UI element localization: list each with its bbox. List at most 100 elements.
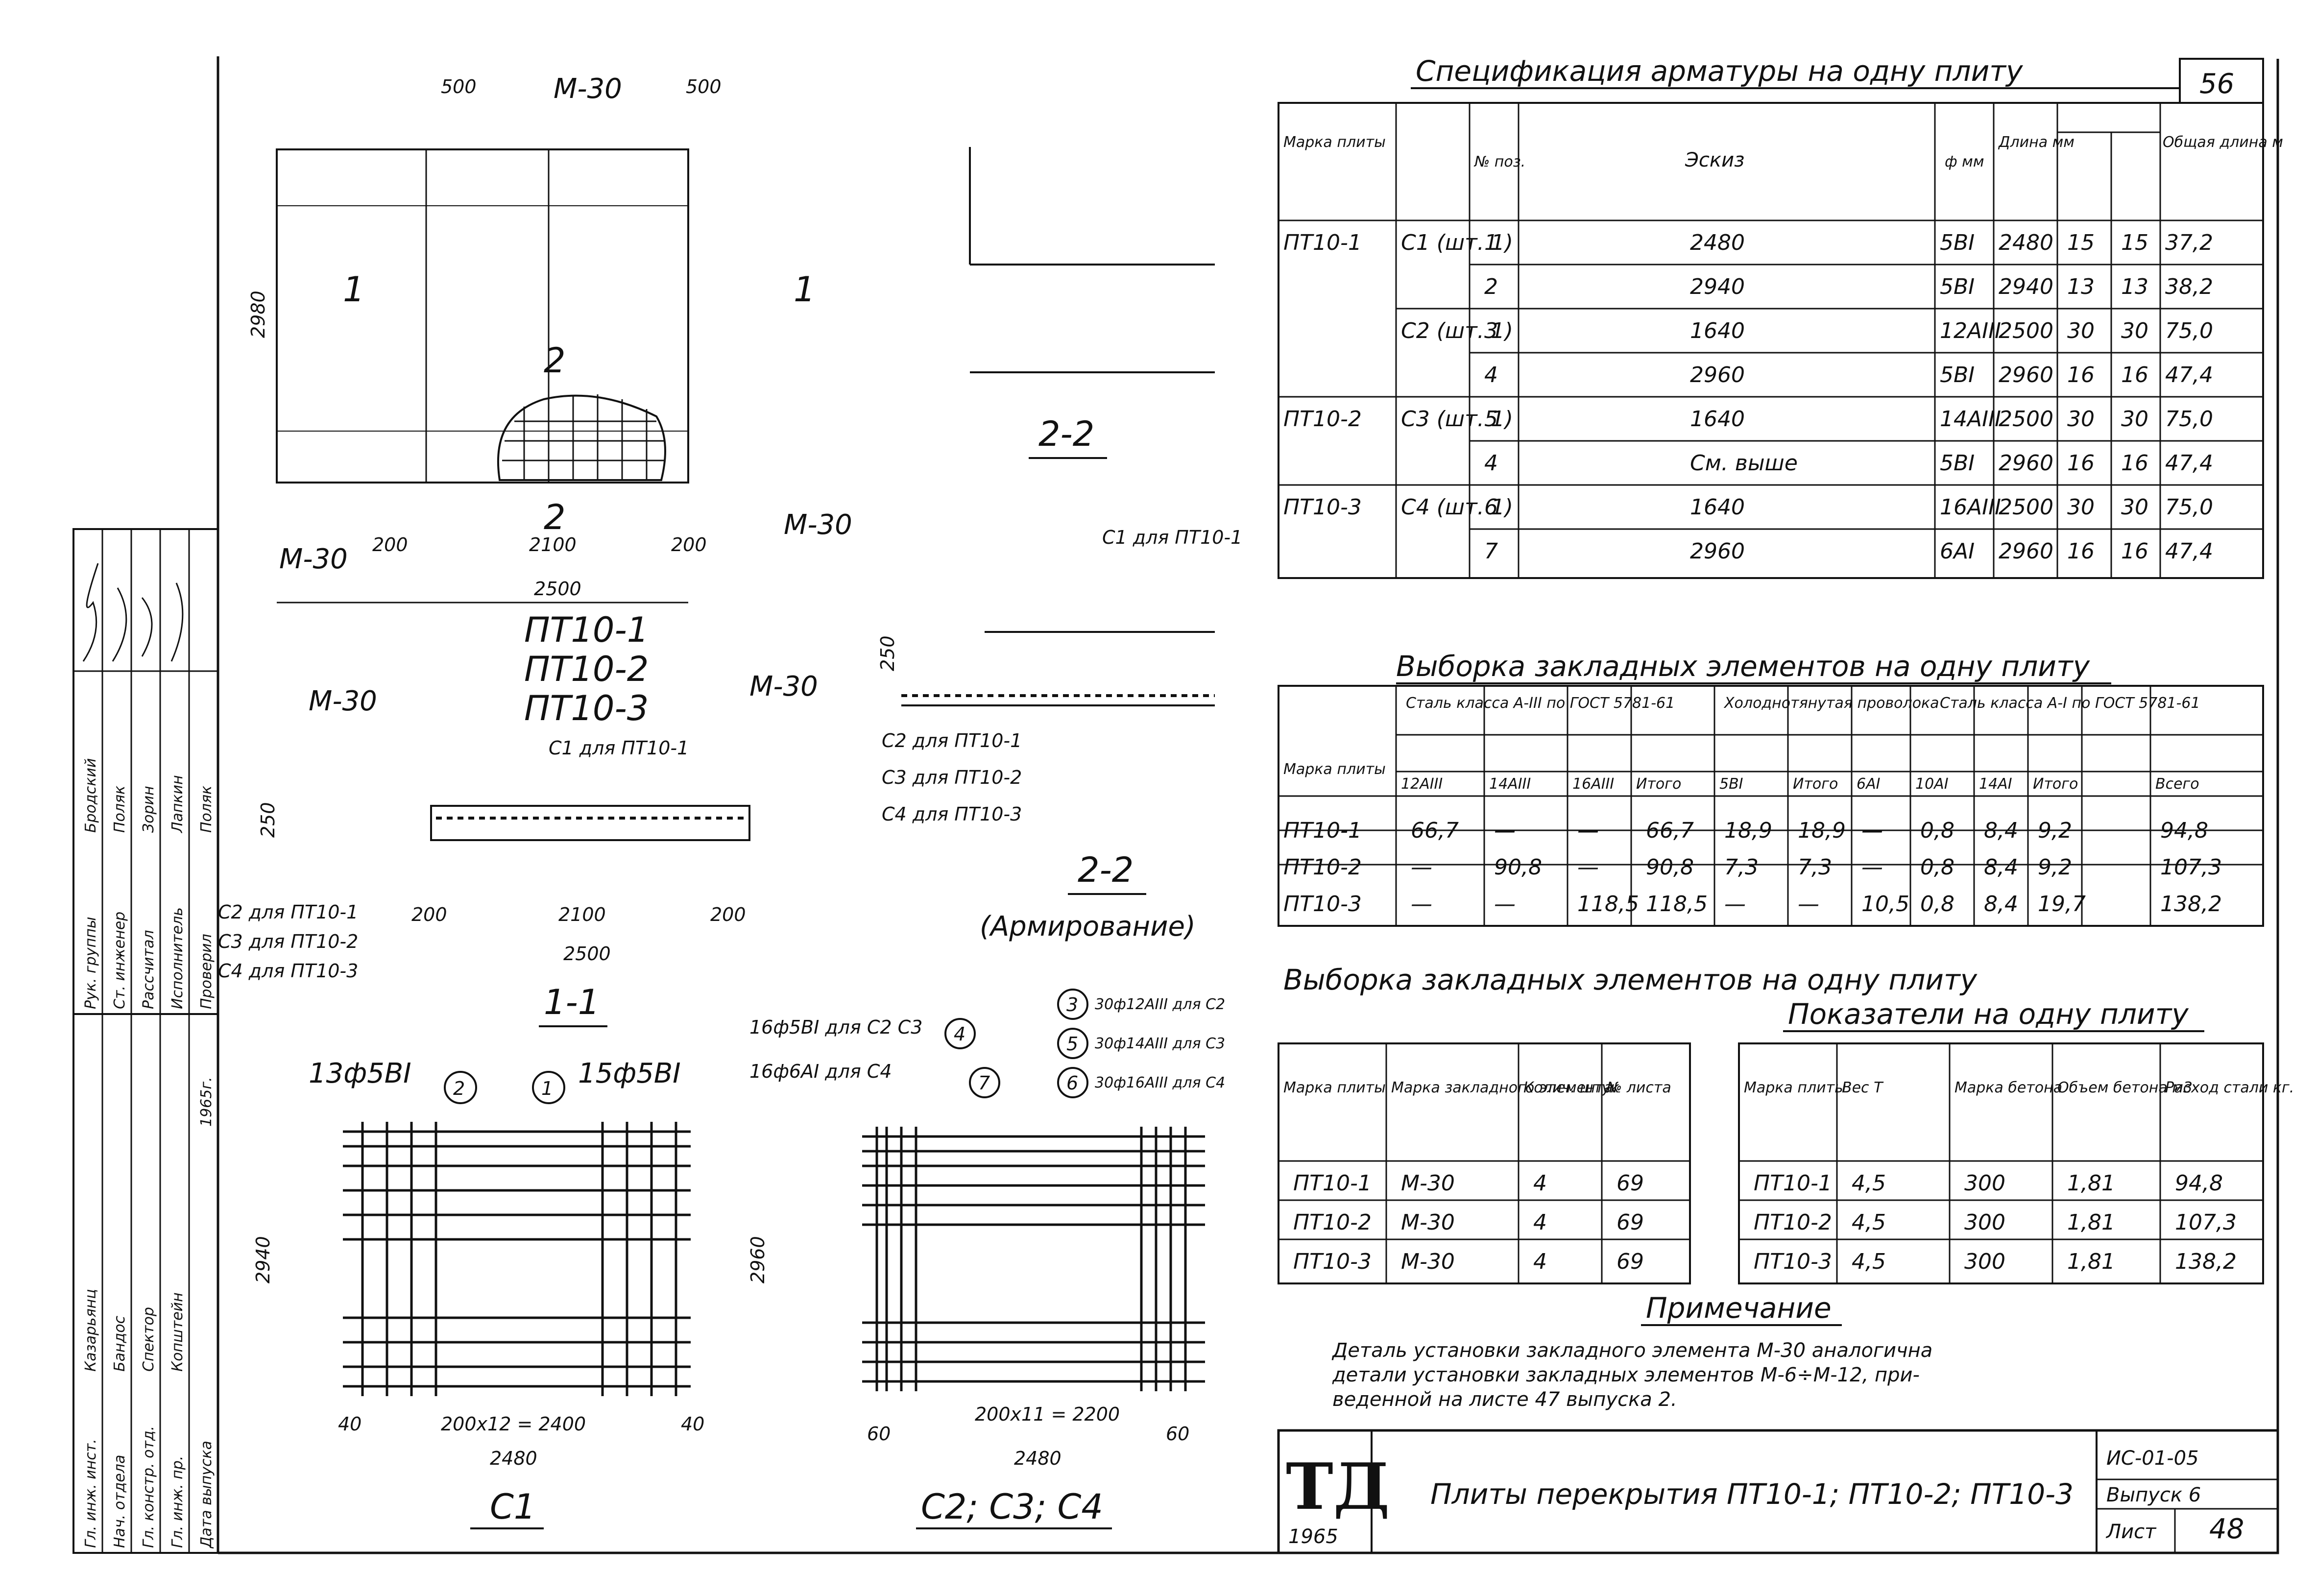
section-2-2-reinforcement: С1 для ПТ10-1 250 С2 для ПТ10-1 С3 для П… (877, 527, 1242, 943)
indicators-cell: ПТ10-3 (1754, 1249, 1832, 1274)
indicators-cell: 1,81 (2067, 1171, 2115, 1196)
position-6: 6 (1066, 1072, 1078, 1094)
indicators-cell: 4,5 (1852, 1171, 1886, 1196)
spec-cell-pos: 3 (1484, 318, 1498, 343)
stamp-name: Бандос (111, 1315, 128, 1372)
dim-2940: 2940 (252, 1236, 274, 1283)
steel-cell: 10,5 (1861, 892, 1909, 917)
steel-cell: 18,9 (1724, 818, 1772, 843)
callout-c1: С1 для ПТ10-1 (1102, 527, 1242, 548)
dim-500: 500 (441, 76, 477, 97)
dim-250: 250 (257, 802, 279, 838)
spec-cell-d: 5BI (1940, 274, 1975, 299)
position-2: 2 (453, 1078, 465, 1099)
spec-header: Марка плиты (1283, 134, 1386, 151)
spec-cell-q2: 13 (2121, 274, 2148, 299)
steel-cell: — (1861, 855, 1883, 880)
steel-cell: 0,8 (1920, 855, 1954, 880)
spec-cell-q1: 16 (2067, 363, 2095, 387)
spec-cell-q2: 16 (2121, 363, 2148, 387)
stamp-role: Дата выпуска (198, 1441, 215, 1549)
steel-col-header: 14AI (1979, 775, 2012, 793)
indicators-cell: 94,8 (2175, 1171, 2223, 1196)
spec-cell-q2: 15 (2121, 230, 2148, 255)
spec-cell-len: 2500 (1999, 407, 2053, 432)
spec-cell-d: 6AI (1940, 539, 1975, 564)
callout-c2: С2 для ПТ10-1 (218, 901, 358, 923)
title-block: ТД 1965 Плиты перекрытия ПТ10-1; ПТ10-2;… (1277, 1429, 2279, 1554)
spec-cell-sketch: См. выше (1690, 451, 1798, 476)
frames-c2-c3-c4: 16ф5BI для С2 С3 16ф6AI для С4 4 7 3 5 6… (747, 989, 1225, 1529)
callout-bar: 15ф5BI (578, 1058, 681, 1089)
callout-c3: С3 для ПТ10-2 (218, 931, 358, 952)
steel-col-header: Итого (1636, 775, 1681, 793)
section-mark-1-right: 1 (794, 269, 816, 310)
elems-cell: ПТ10-1 (1293, 1171, 1372, 1196)
frames-title: С2; С3; С4 (921, 1487, 1103, 1527)
steel-cell: 138,2 (2160, 892, 2222, 917)
steel-group: Сталь класса А-III по ГОСТ 5781-61 (1406, 695, 1675, 712)
steel-cell: 90,8 (1494, 855, 1542, 880)
indicators-cell: 300 (1964, 1210, 2005, 1235)
spec-header: Длина мм (1998, 134, 2075, 151)
logo-year: 1965 (1288, 1525, 1338, 1548)
elems-cell: ПТ10-2 (1293, 1210, 1372, 1235)
steel-group: Холоднотянутая проволока (1723, 695, 1939, 712)
callout-c1: С1 для ПТ10-1 (549, 737, 689, 759)
steel-cell: 19,7 (2038, 892, 2086, 917)
doc-code: ИС-01-05 (2106, 1447, 2199, 1470)
indicators-title: Показатели на одну плиту (1788, 997, 2189, 1031)
callout-bar: 30ф14AIII для С3 (1095, 1035, 1225, 1052)
dim-250: 250 (877, 635, 898, 671)
steel-group: Сталь класса А-I по ГОСТ 5781-61 (1940, 695, 2200, 712)
spec-cell-mark: С3 (шт. 1) (1401, 407, 1513, 432)
elems-cell: М-30 (1401, 1249, 1455, 1274)
dim-2980: 2980 (247, 290, 269, 338)
indicators-header: Марка бетона (1954, 1079, 2062, 1096)
stamp-name: Зорин (140, 786, 157, 833)
mesh-cutout (497, 394, 666, 481)
spec-header: № поз. (1473, 153, 1525, 170)
indicators-cell: ПТ10-1 (1754, 1171, 1832, 1196)
elems-cell: 4 (1533, 1210, 1547, 1235)
dim-60: 60 (1166, 1423, 1189, 1445)
indicators-cell: 138,2 (2175, 1249, 2237, 1274)
dim-200: 200 (710, 904, 746, 925)
spec-cell-pos: 1 (1484, 230, 1498, 255)
elems-cell: М-30 (1401, 1171, 1455, 1196)
m30-label: М-30 (309, 685, 377, 717)
dim-2500: 2500 (563, 943, 611, 965)
plan-title: ПТ10-1 (524, 610, 649, 650)
spec-header: Эскиз (1685, 149, 1744, 171)
indicators-cell: 4,5 (1852, 1249, 1886, 1274)
mesh-title: С1 (490, 1487, 535, 1527)
section-mark-1-left: 1 (343, 269, 365, 310)
spec-cell-q1: 30 (2067, 495, 2095, 520)
stamp-role: Рук. группы (82, 917, 99, 1009)
steel-cell: 66,7 (1646, 818, 1694, 843)
note-line: Деталь установки закладного элемента М-3… (1331, 1339, 1932, 1362)
steel-cell: 118,5 (1646, 892, 1708, 917)
note-title: Примечание (1646, 1291, 1832, 1325)
spec-cell-pos: 4 (1484, 451, 1498, 476)
embedded-elements-table: Выборка закладных элементов на одну плит… (1278, 963, 1978, 1284)
steel-cell: 9,2 (2038, 818, 2072, 843)
spec-title: Спецификация арматуры на одну плиту (1416, 54, 2023, 88)
callout-c4: С4 для ПТ10-3 (218, 960, 358, 982)
spec-cell-pos: 4 (1484, 363, 1498, 387)
sheet-label: Лист (2105, 1521, 2157, 1543)
callout-bar: 13ф5BI (309, 1058, 411, 1089)
spec-cell-total: 47,4 (2165, 539, 2213, 564)
steel-cell: 9,2 (2038, 855, 2072, 880)
dim-2100: 2100 (558, 904, 606, 925)
plan-title: ПТ10-2 (524, 649, 649, 689)
spec-cell-total: 47,4 (2165, 363, 2213, 387)
steel-cell: — (1798, 892, 1819, 917)
position-7: 7 (978, 1072, 990, 1094)
stamp-role: Гл. инж. пр. (169, 1456, 186, 1548)
callout-c4: С4 для ПТ10-3 (882, 803, 1022, 825)
spec-cell-total: 75,0 (2165, 495, 2213, 520)
sheet-number: 56 (2199, 68, 2234, 100)
m30-label: М-30 (784, 509, 852, 541)
steel-cell: — (1861, 818, 1883, 843)
